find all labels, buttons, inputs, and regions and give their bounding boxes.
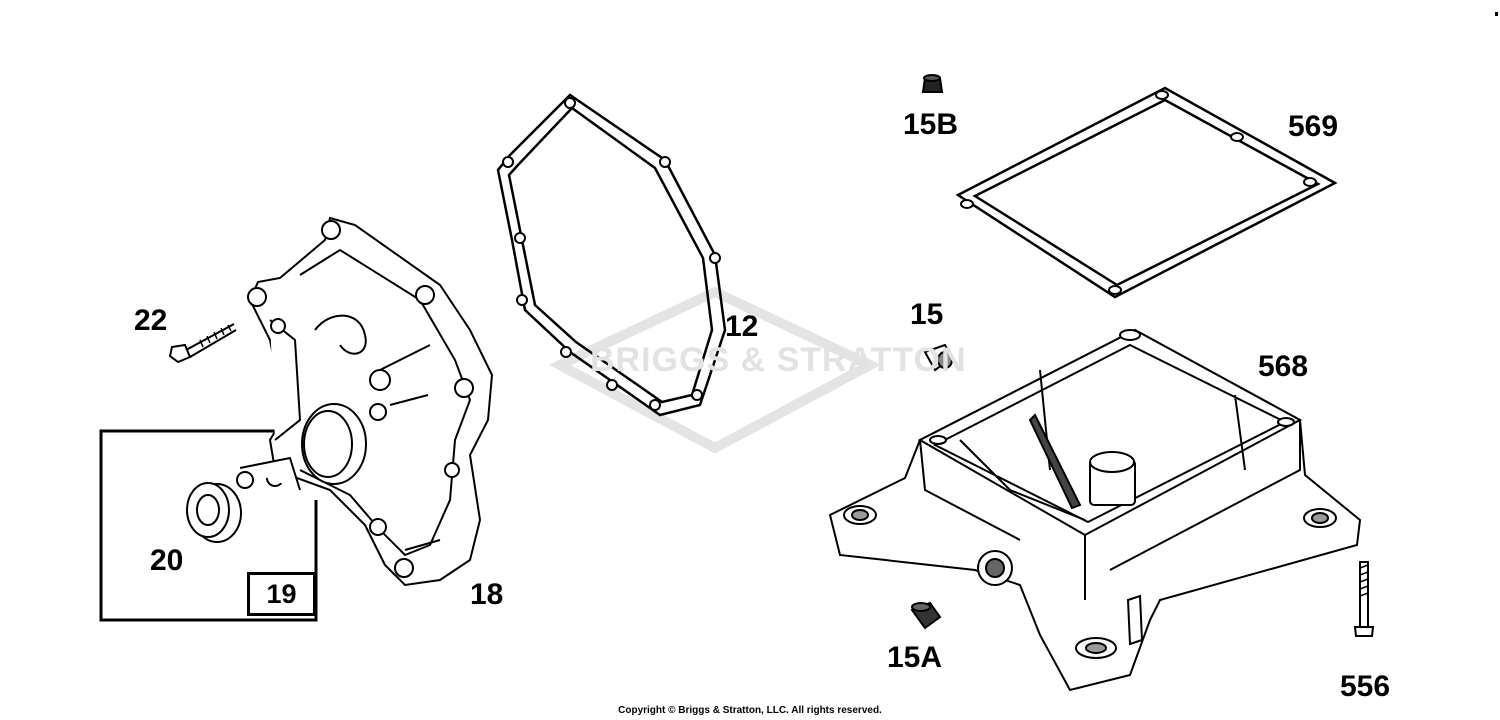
part-568-oil-pan <box>828 328 1362 692</box>
part-15a-plug <box>910 601 942 630</box>
label-15b: 15B <box>903 108 959 141</box>
label-568: 568 <box>1258 350 1309 383</box>
label-20: 20 <box>150 544 184 577</box>
label-18: 18 <box>470 578 504 611</box>
watermark-text: BRIGGS & STRATTON <box>590 341 967 379</box>
label-15a: 15A <box>887 641 943 674</box>
corner-mark <box>1495 12 1498 16</box>
label-15: 15 <box>910 298 944 331</box>
label-22: 22 <box>134 304 168 337</box>
part-12-gasket <box>496 93 727 417</box>
label-556: 556 <box>1340 670 1391 703</box>
label-569: 569 <box>1288 110 1339 143</box>
label-19: 19 <box>266 578 297 609</box>
label-12: 12 <box>725 310 759 343</box>
part-569-oil-pan-gasket <box>955 86 1338 299</box>
part-556-bolt <box>1353 561 1375 637</box>
part-22-bolt <box>168 323 237 364</box>
part-18-crankcase-cover <box>236 216 494 587</box>
part-15-plug <box>923 343 954 372</box>
label-19-box: 19 <box>247 572 316 616</box>
watermark-logo <box>548 286 882 454</box>
part-15b-plug <box>921 74 944 93</box>
part-20-oil-seal <box>186 482 242 543</box>
kit-19-outline <box>99 429 318 622</box>
copyright-notice: Copyright © Briggs & Stratton, LLC. All … <box>618 705 882 716</box>
